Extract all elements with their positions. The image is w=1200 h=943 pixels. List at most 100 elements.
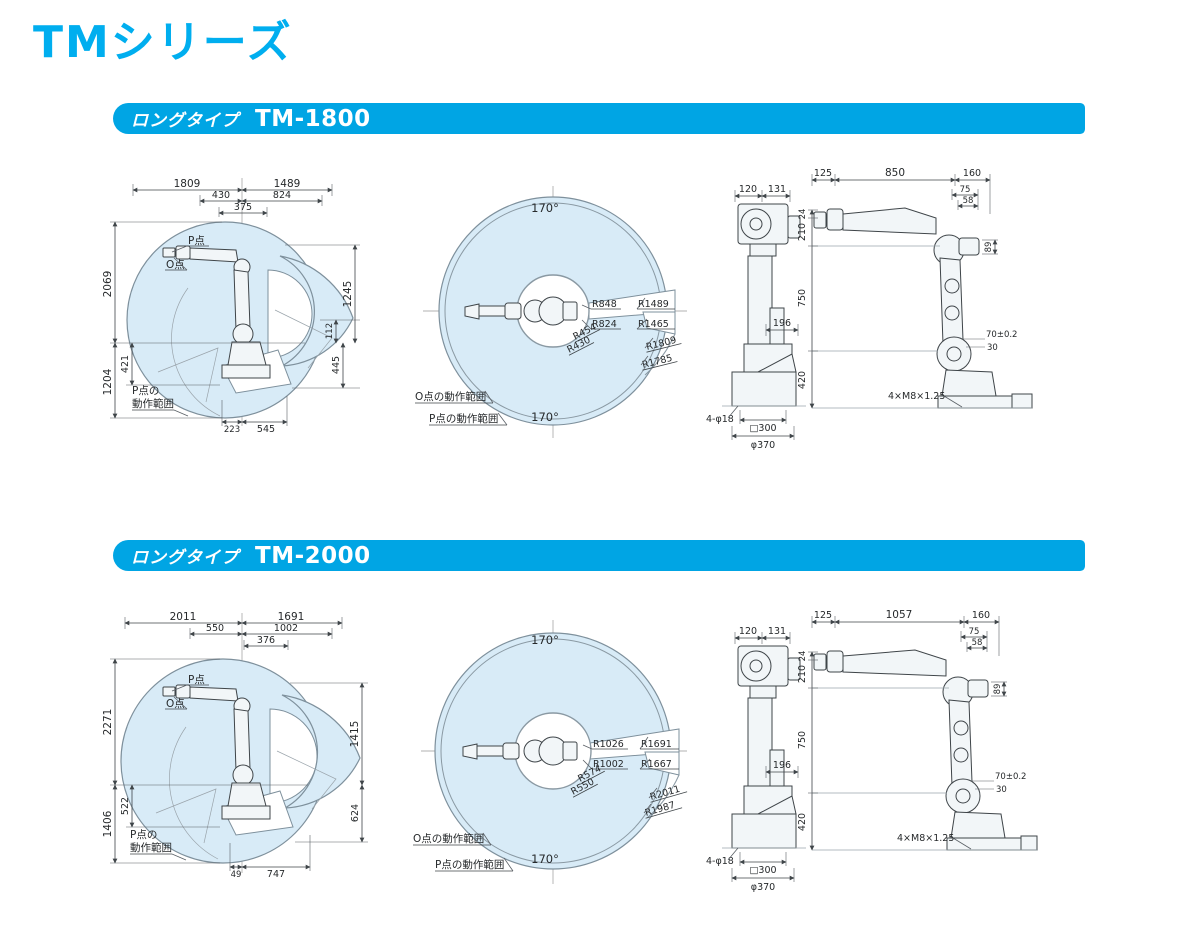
dim-label: 1809 xyxy=(174,178,201,190)
radius-label: R1465 xyxy=(638,319,669,330)
dim-label: 430 xyxy=(212,190,230,201)
radius-label: R1002 xyxy=(593,759,624,770)
dim-label: □300 xyxy=(749,423,776,434)
radius-label: R1667 xyxy=(641,759,672,770)
dim-label: 1245 xyxy=(342,281,354,308)
dim-label: 421 xyxy=(120,355,131,373)
range-label: O点の動作範囲 xyxy=(415,390,486,403)
dim-label: 196 xyxy=(773,760,791,771)
dim-label: 1415 xyxy=(349,721,361,748)
section-model-label: TM-2000 xyxy=(255,542,371,569)
dim-label: 58 xyxy=(972,638,983,648)
dim-label: 747 xyxy=(267,869,285,880)
dim-label: 550 xyxy=(206,623,224,634)
robot-front-view xyxy=(731,645,801,849)
range-label: P点の動作範囲 xyxy=(435,858,504,871)
dim-label: φ370 xyxy=(751,440,775,451)
dim-label: 75 xyxy=(969,627,980,637)
radius-label: R824 xyxy=(592,319,617,330)
dim-label: 4-φ18 xyxy=(706,414,734,425)
tm2000-envelope-side-view: P点 O点 2011 1691 550 1002 376 2271 522 14… xyxy=(102,611,368,880)
range-label: O点の動作範囲 xyxy=(413,832,484,845)
work-envelope-shape xyxy=(120,658,361,864)
tm1800-envelope-side-view: P点 O点 1809 1489 430 824 375 2069 421 120… xyxy=(102,178,360,435)
dim-label: 420 xyxy=(797,371,808,389)
p-point-label: P点 xyxy=(188,674,205,686)
tm2000-robot-drawings: 120 131 196 4-φ18 □300 φ370 xyxy=(706,609,1038,893)
angle-label: 170° xyxy=(531,201,559,215)
dim-label: 196 xyxy=(773,318,791,329)
dim-label: 223 xyxy=(224,425,240,435)
dim-label: 750 xyxy=(797,731,808,749)
range-label: P点の xyxy=(130,829,157,841)
range-label: P点の動作範囲 xyxy=(429,412,498,425)
angle-label: 170° xyxy=(531,852,559,866)
dim-label: 49 xyxy=(231,870,242,880)
dim-label: 4-φ18 xyxy=(706,856,734,867)
radius-label: R1489 xyxy=(638,299,669,310)
dim-label: 445 xyxy=(331,356,342,374)
dim-label: 30 xyxy=(987,343,998,353)
dim-label: 4×M8×1.25 xyxy=(888,391,945,402)
robot-top-illustration xyxy=(462,736,578,766)
dim-label: 125 xyxy=(814,168,832,179)
section-header-tm2000: ロングタイプ TM-2000 xyxy=(113,540,1085,571)
dim-label: 522 xyxy=(120,797,131,815)
o-point-label: O点 xyxy=(166,698,185,710)
dim-label: 824 xyxy=(273,190,291,201)
dim-label: 2069 xyxy=(102,271,114,298)
dim-label: 70±0.2 xyxy=(986,330,1017,340)
dim-label: □300 xyxy=(749,865,776,876)
dim-label: 545 xyxy=(257,424,275,435)
o-point-label: O点 xyxy=(166,259,185,271)
angle-label: 170° xyxy=(531,633,559,647)
dim-label: 131 xyxy=(768,626,786,637)
dim-label: 131 xyxy=(768,184,786,195)
dim-label: 112 xyxy=(325,323,335,339)
radius-label: R1026 xyxy=(593,739,624,750)
dim-label: 375 xyxy=(234,202,252,213)
robot-arm-illustration xyxy=(162,245,271,379)
dim-label: 70±0.2 xyxy=(995,772,1026,782)
robot-front-view xyxy=(731,203,801,407)
dim-label: 420 xyxy=(797,813,808,831)
dim-label: 120 xyxy=(739,184,757,195)
dim-label: 850 xyxy=(885,167,905,179)
dim-label: 24 xyxy=(798,651,808,662)
section-model-label: TM-1800 xyxy=(255,105,371,132)
dim-label: 1002 xyxy=(274,623,298,634)
tm1800-top-view: 170° 170° R848 R824 R1489 R1465 R1809 R1… xyxy=(415,186,687,438)
dim-label: 2011 xyxy=(170,611,197,623)
page-title: TMシリーズ xyxy=(33,17,293,68)
section-header-tm1800: ロングタイプ TM-1800 xyxy=(113,103,1085,134)
dim-label: 30 xyxy=(996,785,1007,795)
range-label: P点の xyxy=(132,385,159,397)
dim-label: 1406 xyxy=(102,810,114,837)
dim-label: 120 xyxy=(739,626,757,637)
robot-side-view xyxy=(813,649,1038,851)
range-label: 動作範囲 xyxy=(130,841,172,854)
dim-label: 1204 xyxy=(102,368,114,395)
dim-label: 750 xyxy=(797,289,808,307)
dim-label: 125 xyxy=(814,610,832,621)
dim-label: 376 xyxy=(257,635,275,646)
dim-label: 75 xyxy=(960,185,971,195)
dim-label: 210 xyxy=(797,223,808,241)
tm1800-robot-drawings: 120 131 196 4-φ18 □300 φ370 xyxy=(706,167,1033,451)
dim-label: 89 xyxy=(993,684,1003,695)
dim-label: 4×M8×1.25 xyxy=(897,833,954,844)
dim-label: 624 xyxy=(350,804,361,822)
dim-label: 160 xyxy=(963,168,981,179)
dim-label: 1057 xyxy=(886,609,913,621)
dim-label: 58 xyxy=(963,196,974,206)
robot-arm-illustration xyxy=(162,684,271,820)
radius-label: R1691 xyxy=(641,739,672,750)
dim-label: 1691 xyxy=(278,611,305,623)
dim-label: 160 xyxy=(972,610,990,621)
angle-label: 170° xyxy=(531,410,559,424)
robot-top-illustration xyxy=(464,296,578,326)
dim-label: 89 xyxy=(984,242,994,253)
dim-label: 2271 xyxy=(102,709,114,736)
tm2000-top-view: 170° 170° R1026 R1002 R1691 R1667 R2011 … xyxy=(413,620,688,884)
